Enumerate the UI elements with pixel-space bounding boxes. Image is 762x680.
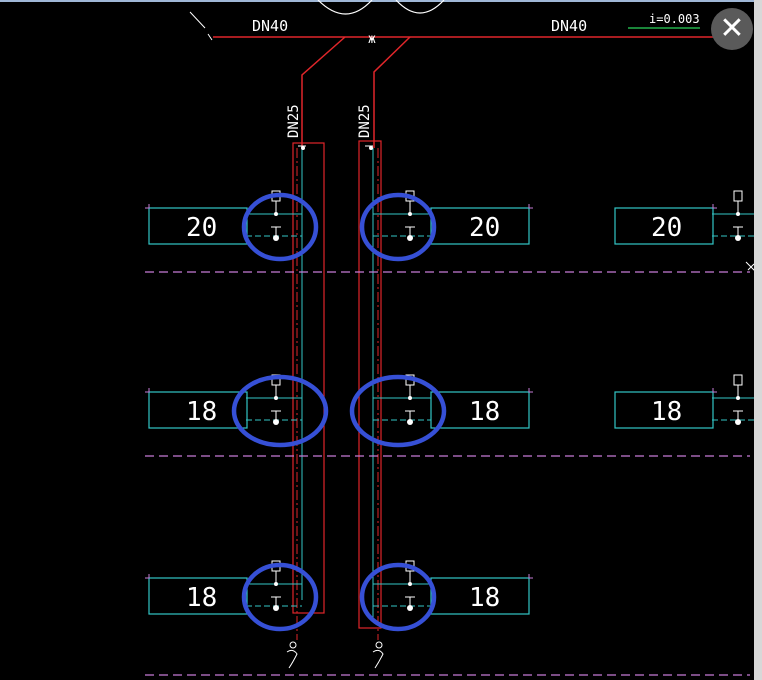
- supply-valve-icon: [274, 396, 278, 400]
- fixture-tick: [528, 204, 533, 209]
- return-valve-icon: [735, 235, 741, 241]
- fixture-group-f3-left: 18: [145, 560, 302, 615]
- fixture-label: 18: [186, 583, 217, 613]
- return-valve-icon: [273, 419, 279, 425]
- fixture-box: [614, 391, 714, 429]
- supply-valve-icon: [408, 396, 412, 400]
- riser-right-top: [373, 36, 411, 148]
- fixture-group-f1-left: 20: [145, 190, 302, 245]
- fixture-box: [430, 391, 530, 429]
- fixture-tick: [712, 388, 717, 393]
- riser-right-valve-icon: [365, 145, 373, 150]
- fixture-group-f2-center: 18: [373, 374, 533, 429]
- fixture-box: [148, 391, 248, 429]
- annotation-ring-f2-center: [349, 374, 447, 448]
- annotation-ring-f2-left: [231, 374, 329, 448]
- fixture-box: [148, 207, 248, 245]
- fixture-label: 20: [651, 213, 682, 243]
- riser-right-label: DN25: [357, 104, 373, 138]
- air-vent-icon: [733, 374, 743, 386]
- riser-right-bottom-trap-icon: [372, 641, 384, 669]
- supply-valve-icon: [408, 212, 412, 216]
- supply-valve-icon: [736, 396, 740, 400]
- supply-valve-icon: [408, 582, 412, 586]
- top-arc-right: [395, 0, 445, 14]
- riser-left-bottom-trap-icon: [286, 641, 298, 669]
- fixture-group-f2-right: 18: [614, 374, 756, 429]
- riser-left-top: [301, 36, 346, 148]
- return-valve-icon: [273, 605, 279, 611]
- riser-left-valve-icon: [298, 145, 306, 150]
- fixture-tick: [712, 204, 717, 209]
- fixture-tick: [145, 388, 150, 393]
- fixture-tick: [528, 574, 533, 579]
- fixture-tick: [528, 388, 533, 393]
- return-valve-icon: [407, 419, 413, 425]
- fixture-box: [430, 207, 530, 245]
- fixture-label: 20: [186, 213, 217, 243]
- fixture-group-f2-left: 18: [145, 374, 302, 429]
- fixture-label: 18: [469, 397, 500, 427]
- riser-left-label: DN25: [286, 104, 302, 138]
- close-icon: ✕: [719, 11, 745, 46]
- return-valve-icon: [273, 235, 279, 241]
- supply-valve-icon: [274, 582, 278, 586]
- top-arc-left: [317, 0, 373, 15]
- return-valve-icon: [735, 419, 741, 425]
- fixture-box: [614, 207, 714, 245]
- supply-valve-icon: [736, 212, 740, 216]
- window-right-frame: [754, 0, 762, 680]
- air-vent-icon: [733, 190, 743, 202]
- riser-right-casing: [358, 140, 382, 629]
- slope-label: i=0.003: [649, 12, 700, 26]
- return-valve-icon: [407, 235, 413, 241]
- close-button[interactable]: ✕: [711, 8, 753, 50]
- fixture-label: 18: [469, 583, 500, 613]
- main-pipe-label-left: DN40: [252, 17, 288, 35]
- annotation-rings: [231, 192, 447, 632]
- fixture-group-f3-center: 18: [373, 560, 533, 615]
- annotation-ring-f3-left: [241, 562, 319, 632]
- top-left-mark: [189, 11, 213, 41]
- annotation-ring-f1-center: [359, 192, 437, 262]
- return-valve-icon: [407, 605, 413, 611]
- annotation-ring-f3-center: [359, 562, 437, 632]
- fixture-groups: 20 20 20 18 18 18 18 18: [145, 190, 756, 615]
- cross-mark: ж: [368, 32, 376, 47]
- fixture-tick: [145, 204, 150, 209]
- fixture-group-f1-right: 20: [614, 190, 756, 245]
- fixture-label: 18: [651, 397, 682, 427]
- fixture-group-f1-center: 20: [373, 190, 533, 245]
- fixture-box: [430, 577, 530, 615]
- supply-valve-icon: [274, 212, 278, 216]
- fixture-label: 18: [186, 397, 217, 427]
- fixture-box: [148, 577, 248, 615]
- annotation-ring-f1-left: [241, 192, 319, 262]
- main-pipe-label-right: DN40: [551, 17, 587, 35]
- window-top-edge: [0, 0, 760, 2]
- fixture-label: 20: [469, 213, 500, 243]
- fixture-tick: [145, 574, 150, 579]
